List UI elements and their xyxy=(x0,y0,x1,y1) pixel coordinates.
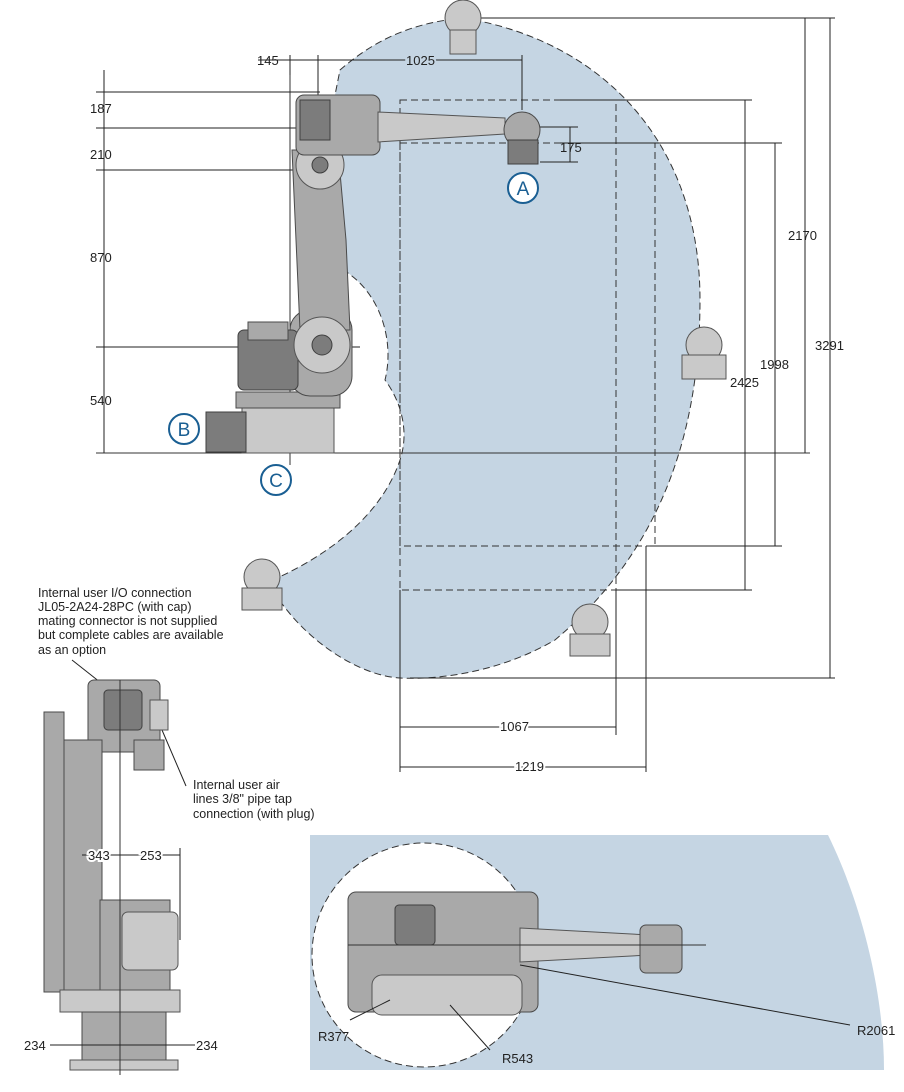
io-connection-note-line-4: but complete cables are available xyxy=(38,628,224,642)
dim-187: 187 xyxy=(90,101,112,116)
point-a-label: A xyxy=(507,172,539,204)
dim-870: 870 xyxy=(90,250,112,265)
radius-377-label: R377 xyxy=(318,1029,349,1044)
rear-view: Internal user I/O connection JL05-2A24-2… xyxy=(24,586,315,1075)
dim-1025: 1025 xyxy=(406,53,435,68)
work-envelope xyxy=(267,17,701,679)
svg-text:A: A xyxy=(517,179,530,200)
dim-234-right: 234 xyxy=(196,1038,218,1053)
dim-1067: 1067 xyxy=(500,719,529,734)
svg-text:B: B xyxy=(178,420,191,441)
dim-3291: 3291 xyxy=(815,338,844,353)
io-connection-note-line-3: mating connector is not supplied xyxy=(38,614,217,628)
robot-top-view xyxy=(347,891,706,1016)
dim-1998: 1998 xyxy=(760,357,789,372)
dim-2425: 2425 xyxy=(730,375,759,390)
top-view: R377 R543 R2061 xyxy=(310,835,895,1070)
dim-145: 145 xyxy=(257,53,279,68)
robot-side-view xyxy=(205,94,541,454)
io-connection-note-line-1: Internal user I/O connection xyxy=(38,586,192,600)
dim-343: 343 xyxy=(88,848,110,863)
radius-2061-label: R2061 xyxy=(857,1023,895,1038)
side-view: 2170 3291 1998 2425 1067 1219 145 1025 1… xyxy=(90,0,844,776)
envelope-tool-markers xyxy=(241,0,727,657)
radius-543-label: R543 xyxy=(502,1051,533,1066)
dim-2170: 2170 xyxy=(788,228,817,243)
svg-text:C: C xyxy=(269,471,283,492)
point-b-label: B xyxy=(168,413,200,445)
dim-234-left: 234 xyxy=(24,1038,46,1053)
air-lines-note-line-2: lines 3/8" pipe tap xyxy=(193,792,292,806)
point-c-label: C xyxy=(260,464,292,496)
air-lines-note-line-3: connection (with plug) xyxy=(193,807,315,821)
dim-175: 175 xyxy=(560,140,582,155)
dim-540: 540 xyxy=(90,393,112,408)
dim-253: 253 xyxy=(140,848,162,863)
io-connection-note-line-5: as an option xyxy=(38,643,106,657)
air-lines-note-line-1: Internal user air xyxy=(193,778,280,792)
dim-1219: 1219 xyxy=(515,759,544,774)
dim-210: 210 xyxy=(90,147,112,162)
robot-rear-view xyxy=(43,679,181,1071)
io-connection-note-line-2: JL05-2A24-28PC (with cap) xyxy=(38,600,192,614)
